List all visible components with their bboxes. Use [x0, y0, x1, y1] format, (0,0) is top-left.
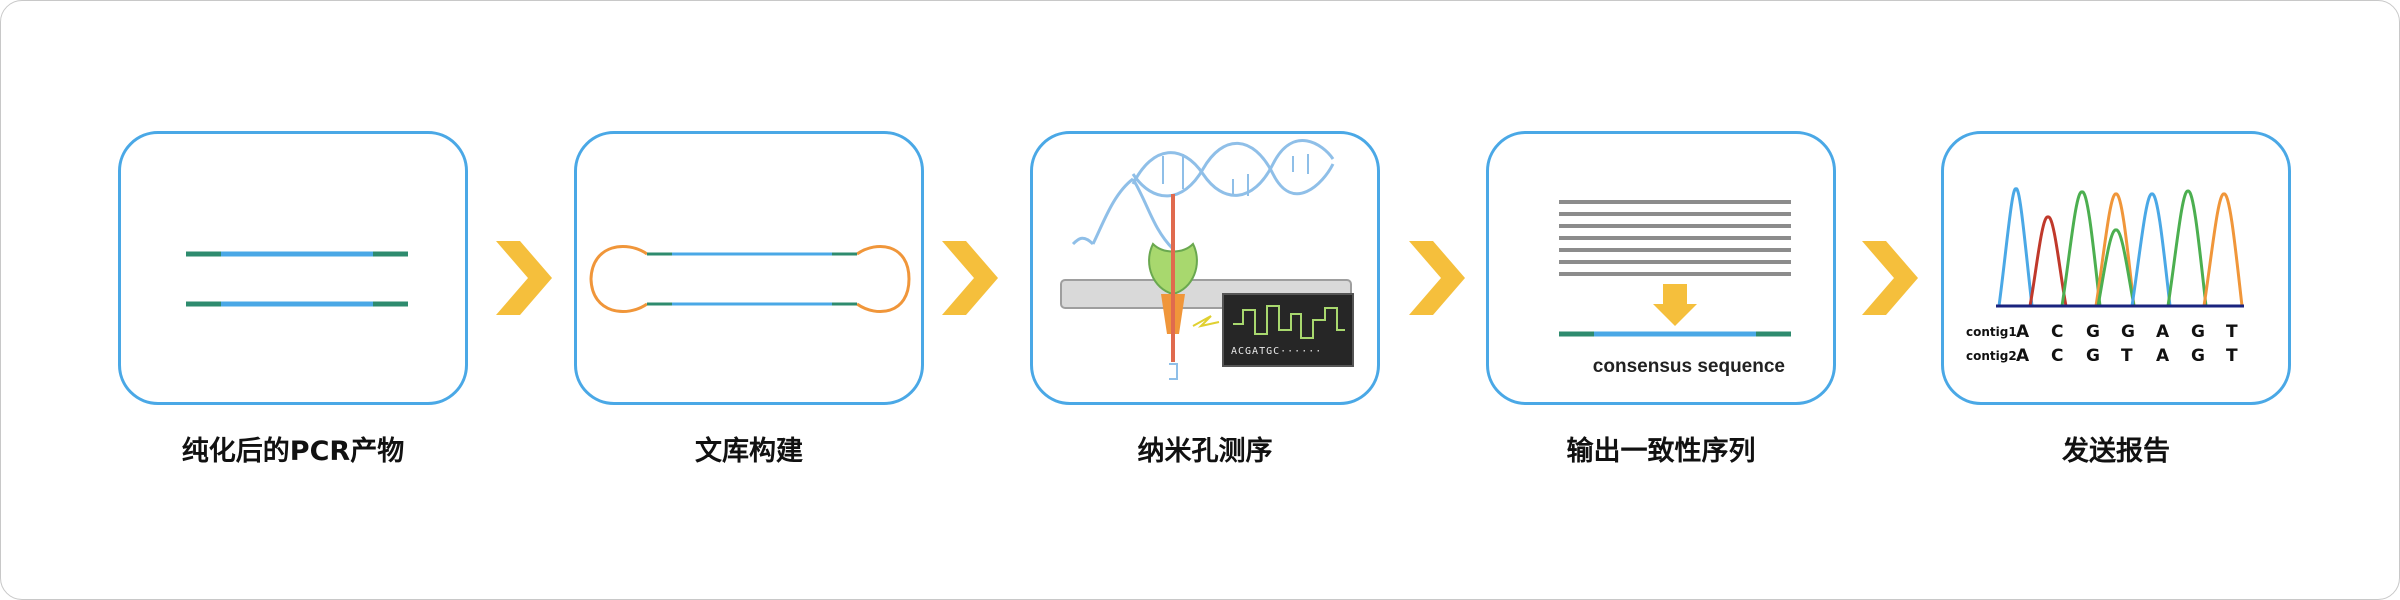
chevron-arrow-icon: [496, 241, 556, 319]
contig-name: contig1: [1966, 325, 2017, 339]
base-call: G: [2086, 322, 2100, 342]
contig-row: contig1 A C G G A G T: [1966, 320, 2286, 344]
step-label-library-construction: 文库构建: [695, 436, 803, 467]
base-call: G: [2191, 346, 2205, 366]
base-call: G: [2191, 322, 2205, 342]
consensus-sequence-caption: consensus sequence: [1592, 356, 1785, 377]
contig-table: contig1 A C G G A G T contig2 A C G T A …: [1966, 320, 2286, 368]
chromatogram-peaks: [1997, 187, 2244, 307]
step-card-library-construction: [574, 131, 924, 405]
consensus-illustration: [1559, 200, 1791, 337]
base-call: A: [2016, 322, 2030, 342]
step-label-nanopore-sequencing: 纳米孔测序: [1137, 436, 1273, 467]
chevron-arrow-icon: [942, 241, 1002, 319]
signal-spark-icon: [1192, 315, 1220, 328]
signal-trace: [1233, 305, 1345, 339]
library-illustration: [589, 245, 911, 313]
base-call: A: [2016, 346, 2030, 366]
base-call: C: [2051, 346, 2064, 366]
base-call: A: [2156, 322, 2170, 342]
step-label-pcr-product: 纯化后的PCR产物: [181, 436, 405, 467]
step-label-report: 发送报告: [2062, 436, 2170, 467]
step-card-pcr-product: [118, 131, 468, 405]
chevron-arrow-icon: [1409, 241, 1469, 319]
dna-helix-icon: [1071, 139, 1335, 251]
down-arrow-icon: [1653, 284, 1697, 326]
base-call: T: [2226, 346, 2238, 366]
hairpin-adapter-right: [856, 245, 911, 313]
chevron-arrow-icon: [1862, 241, 1922, 319]
dna-strand-exit: [1169, 363, 1178, 380]
hairpin-adapter-left: [589, 245, 648, 313]
step-card-nanopore-sequencing: ACGATGC······: [1030, 131, 1380, 405]
step-card-consensus-output: consensus sequence: [1486, 131, 1836, 405]
contig-row: contig2 A C G T A G T: [1966, 344, 2286, 368]
base-call: A: [2156, 346, 2170, 366]
base-call: G: [2121, 322, 2135, 342]
read-stack: [1559, 200, 1791, 276]
base-call: T: [2121, 346, 2133, 366]
pcr-product-illustration: [186, 251, 408, 307]
dna-helix-rungs: [1162, 154, 1309, 196]
base-call: T: [2226, 322, 2238, 342]
contig-name: contig2: [1966, 349, 2017, 363]
basecall-readout: ACGATGC······: [1231, 346, 1323, 357]
chromatogram-illustration: [1996, 187, 2244, 308]
base-call: G: [2086, 346, 2100, 366]
base-call: C: [2051, 322, 2064, 342]
step-card-report: contig1 A C G G A G T contig2 A C G T A …: [1941, 131, 2291, 405]
nanopore-illustration: [1060, 139, 1354, 380]
step-label-consensus-output: 输出一致性序列: [1566, 436, 1756, 467]
